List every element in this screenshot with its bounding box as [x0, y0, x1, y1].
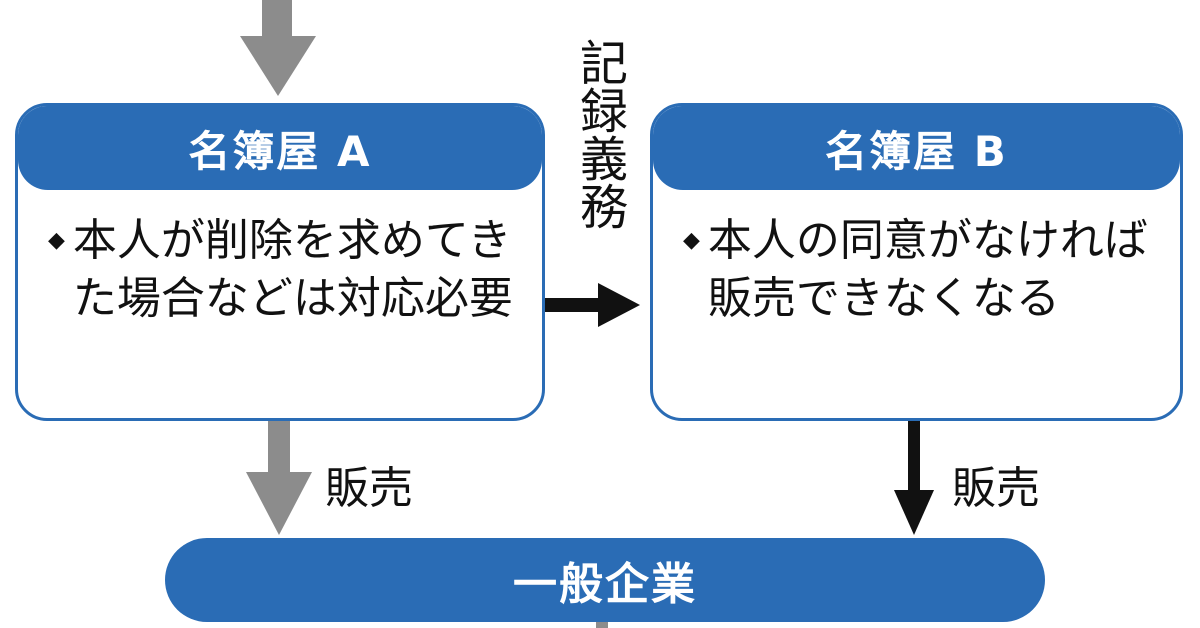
box-a-title: 名簿屋 A — [18, 106, 542, 190]
box-a-text: 本人が削除を求めてきた場合などは対応必要 — [72, 215, 513, 324]
box-b-text: 本人の同意がなければ販売できなくなる — [707, 215, 1148, 324]
diamond-bullet-icon: ◆ — [683, 228, 700, 253]
box-b-title: 名簿屋 B — [653, 106, 1180, 190]
sale-arrow-b-black — [894, 420, 934, 535]
general-companies-box: 一般企業 — [165, 538, 1045, 622]
box-meibo-ya-b: 名簿屋 B ◆ 本人の同意がなければ販売できなくなる — [650, 103, 1183, 421]
sale-label-b: 販売 — [952, 463, 1040, 514]
diamond-bullet-icon: ◆ — [48, 228, 65, 253]
arrow-a-to-b — [545, 283, 640, 327]
outgoing-arrow-stub — [596, 620, 608, 628]
incoming-arrow-gray — [240, 0, 316, 96]
record-obligation-label: 記録義務 — [571, 38, 627, 230]
sale-label-a: 販売 — [325, 463, 413, 514]
box-meibo-ya-a: 名簿屋 A ◆ 本人が削除を求めてきた場合などは対応必要 — [15, 103, 545, 421]
sale-arrow-a-gray — [246, 420, 312, 535]
